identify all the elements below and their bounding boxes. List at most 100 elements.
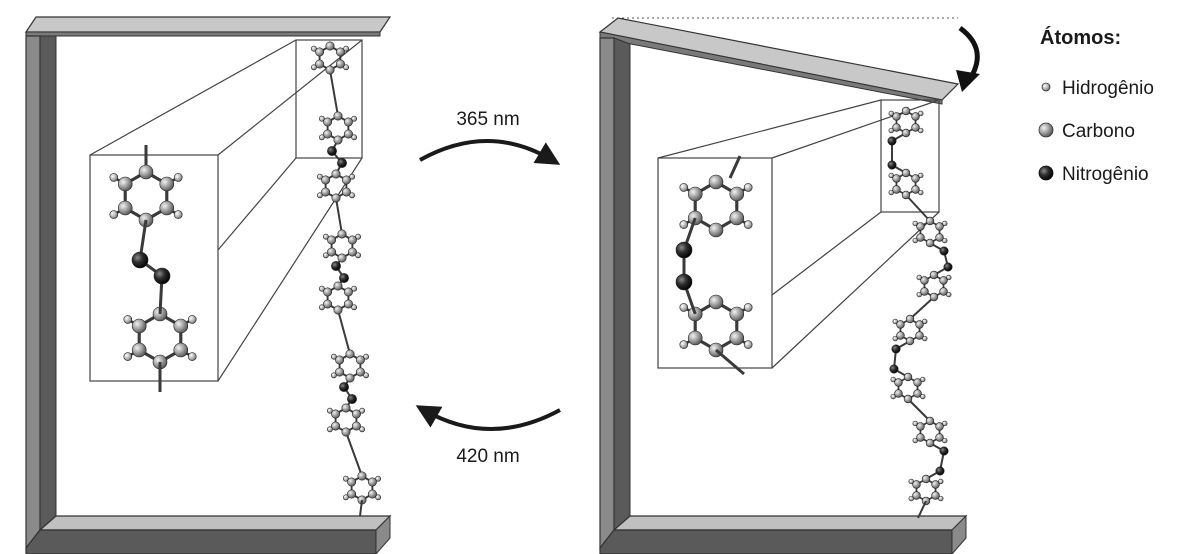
carbon-atom (315, 59, 325, 69)
bond (335, 197, 343, 235)
carbon-atom (939, 276, 948, 285)
hydrogen-atom (343, 45, 350, 52)
carbon-atom (331, 169, 341, 179)
carbon-atom (901, 128, 911, 138)
hydrogen-atom (318, 134, 325, 141)
hydrogen-atom (355, 252, 362, 259)
bond (359, 499, 363, 517)
carbon-atom (343, 287, 353, 297)
hydrogen-atom (318, 304, 325, 311)
carbon-atom (912, 480, 921, 489)
hydrogen-atom (349, 173, 356, 180)
nitrogen-atom (347, 394, 357, 404)
nitrogen-atom (327, 146, 337, 156)
carbon-atom (117, 176, 133, 192)
bond (337, 309, 351, 355)
carbon-atom (345, 349, 355, 359)
left-zoom-callout (89, 39, 363, 382)
carbon-atom (331, 421, 341, 431)
carbon-atom (341, 403, 351, 413)
carbon-atom (323, 129, 333, 139)
nitrogen-atom (153, 267, 171, 285)
carbon-atom (894, 378, 903, 387)
reverse-wavelength-label: 420 nm (456, 446, 519, 467)
carbon-atom (333, 111, 343, 121)
bond (728, 155, 742, 179)
hydrogen-atom (351, 304, 358, 311)
carbon-atom (911, 123, 920, 132)
carbon-atom (327, 247, 337, 257)
legend-item-hydrogen: Hidrogênio (1041, 78, 1154, 99)
carbon-atom (343, 299, 353, 309)
carbon-atom (903, 372, 913, 382)
hydrogen-atom (322, 233, 329, 240)
carbon-atom (325, 65, 335, 75)
carbon-atom (335, 47, 345, 57)
carbon-atom (729, 186, 745, 202)
hydrogen-atom (173, 210, 183, 219)
bend-arrow-head (956, 70, 980, 92)
carbon-atom (729, 330, 745, 346)
nitrogen-atom (337, 158, 347, 168)
hydrogen-atom (359, 426, 366, 433)
carbon-atom (925, 416, 935, 426)
hydrogen-atom (342, 494, 349, 501)
hydrogen-atom (173, 173, 183, 182)
carbon-atom (345, 373, 355, 383)
nitrogen-atom (131, 251, 149, 269)
forward-reaction: 365 nm (419, 109, 561, 165)
carbon-atom (347, 247, 357, 257)
hydrogen-atom (679, 220, 689, 229)
hydrogen-atom (351, 285, 358, 292)
carbon-atom (929, 292, 939, 302)
carbon-atom (335, 355, 345, 365)
carbon-atom (325, 41, 335, 51)
carbon-atom (915, 331, 924, 340)
carbon-atom (916, 433, 925, 442)
carbon-atom (916, 422, 925, 431)
bond (907, 398, 931, 422)
forward-wavelength-label: 365 nm (456, 109, 519, 130)
carbon-atom (355, 367, 365, 377)
hydrogen-atom (123, 315, 133, 324)
carbon-atom (935, 433, 944, 442)
hydrogen-atom (318, 115, 325, 122)
nitrogen-atom (331, 261, 341, 271)
hydrogen-atom (743, 303, 753, 312)
hydrogen-atom (316, 192, 323, 199)
carbon-atom (916, 233, 925, 242)
carbon-atom (117, 200, 133, 216)
carbon-atom (892, 123, 901, 132)
carbon-atom (321, 187, 331, 197)
hydrogen-atom (342, 475, 349, 482)
carbon-atom (916, 222, 925, 231)
hydrogen-atom (123, 352, 133, 361)
carbon-atom (323, 117, 333, 127)
carbon-atom (939, 287, 948, 296)
carbon-atom (935, 222, 944, 231)
carbon-atom (894, 389, 903, 398)
hydrogen-atom (109, 173, 119, 182)
carbon-atom (173, 318, 189, 334)
carbon-atom (905, 314, 915, 324)
carbon-atom (729, 210, 745, 226)
nitrogen-atom (675, 273, 693, 291)
hydrogen-atom (679, 183, 689, 192)
carbon-atom (355, 355, 365, 365)
carbon-atom (901, 106, 911, 116)
carbon-atom (335, 367, 345, 377)
carbon-atom (351, 409, 361, 419)
carbon-atom (131, 318, 147, 334)
carbon-atom (357, 471, 367, 481)
carbon-atom (935, 422, 944, 431)
carbon-atom (931, 480, 940, 489)
bond (715, 348, 745, 376)
carbon-atom (929, 270, 939, 280)
carbon-atom (921, 474, 931, 484)
hydrogen-atom (743, 220, 753, 229)
right-panel (598, 17, 980, 554)
hydrogen-atom (330, 353, 337, 360)
nitrogen-atom (339, 382, 349, 392)
hydrogen-atom (351, 115, 358, 122)
